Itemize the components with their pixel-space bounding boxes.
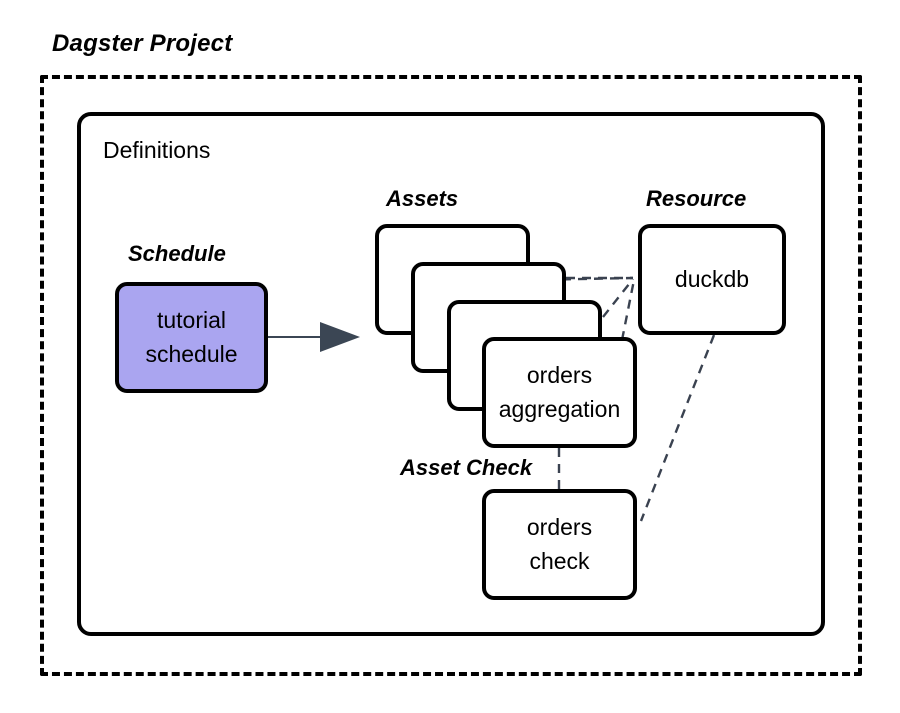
resource-node-duckdb[interactable]: duckdb [638, 224, 786, 335]
project-title: Dagster Project [52, 30, 233, 57]
group-label-asset-check: Asset Check [400, 455, 532, 481]
schedule-node-tutorial-schedule[interactable]: tutorial schedule [115, 282, 268, 393]
schedule-node-label-line-1: tutorial [156, 307, 227, 334]
asset-check-node-label-line-1: orders [526, 514, 593, 541]
asset-node-orders-aggregation[interactable]: orders aggregation [482, 337, 637, 448]
schedule-node-label-line-2: schedule [145, 340, 238, 367]
group-label-schedule: Schedule [128, 241, 226, 266]
group-label-assets: Assets [386, 186, 459, 211]
asset-node-label-line-2: aggregation [498, 395, 621, 422]
asset-check-node-label-line-2: check [529, 547, 590, 574]
asset-check-node-orders-check[interactable]: orders check [482, 489, 637, 600]
asset-node-label-line-1: orders [526, 362, 593, 389]
resource-node-label: duckdb [674, 265, 750, 292]
project-boundary [40, 75, 862, 676]
definitions-label: Definitions [103, 137, 211, 163]
asset-check-label-line-2: Check [466, 455, 533, 480]
asset-check-label-line-1: Asset [400, 455, 460, 480]
group-label-resource: Resource [646, 186, 747, 211]
